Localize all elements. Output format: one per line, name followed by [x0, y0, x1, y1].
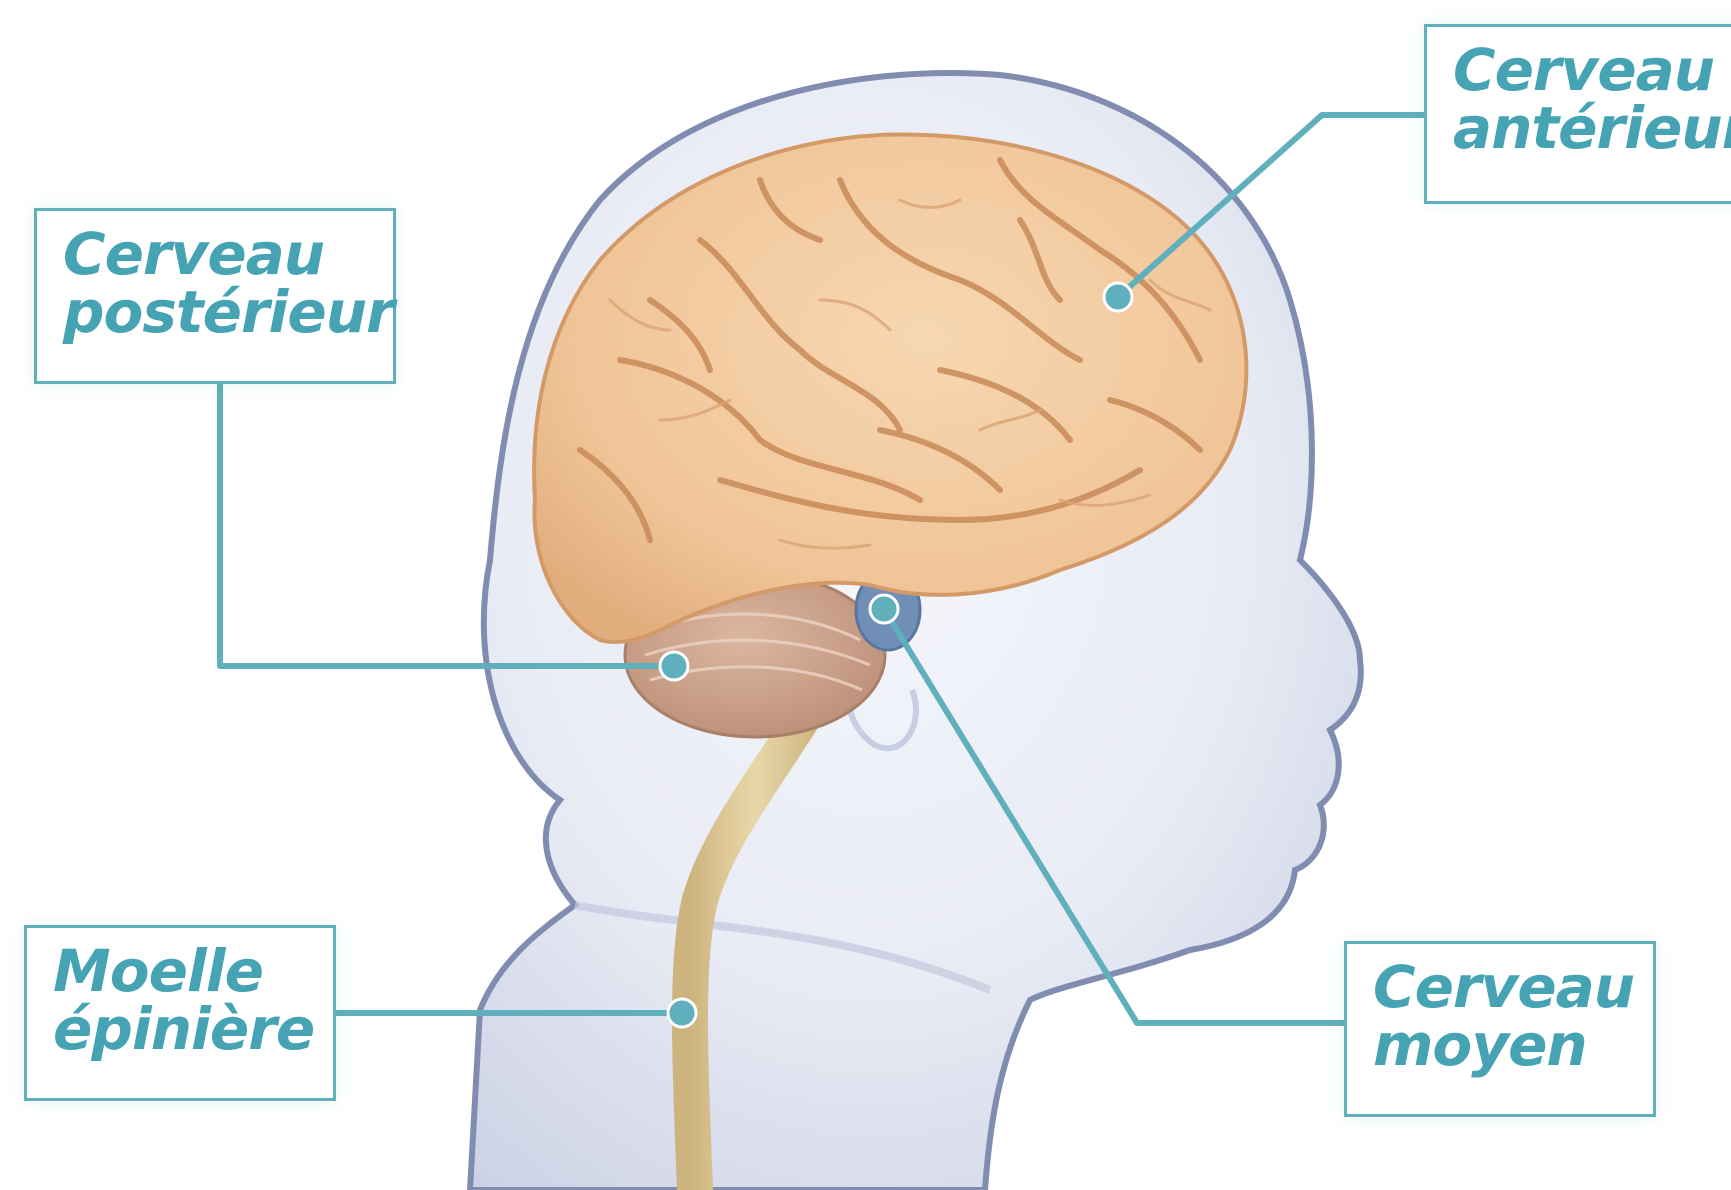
label-box-cerveau-anterieur: Cerveau antérieur	[1424, 24, 1731, 204]
anchor-dot-posterieur	[660, 652, 688, 680]
label-moelle-line1: Moelle	[53, 942, 314, 1000]
label-moyen-line2: moyen	[1373, 1016, 1634, 1074]
label-posterieur-line2: postérieur	[63, 283, 394, 341]
anchor-dot-moelle	[668, 999, 696, 1027]
anchor-dot-anterieur	[1104, 283, 1132, 311]
label-box-cerveau-posterieur: Cerveau postérieur	[34, 208, 396, 384]
label-moelle-line2: épinière	[53, 1000, 314, 1058]
label-anterieur-line1: Cerveau	[1453, 41, 1731, 99]
label-cerveau-anterieur: Cerveau antérieur	[1453, 41, 1731, 157]
label-cerveau-moyen: Cerveau moyen	[1373, 958, 1634, 1074]
label-cerveau-posterieur: Cerveau postérieur	[63, 225, 394, 341]
label-box-cerveau-moyen: Cerveau moyen	[1344, 941, 1656, 1117]
label-moyen-line1: Cerveau	[1373, 958, 1634, 1016]
label-box-moelle-epiniere: Moelle épinière	[24, 925, 336, 1101]
label-posterieur-line1: Cerveau	[63, 225, 394, 283]
anchor-dot-moyen	[870, 595, 898, 623]
label-moelle-epiniere: Moelle épinière	[53, 942, 314, 1058]
label-anterieur-line2: antérieur	[1453, 99, 1731, 157]
